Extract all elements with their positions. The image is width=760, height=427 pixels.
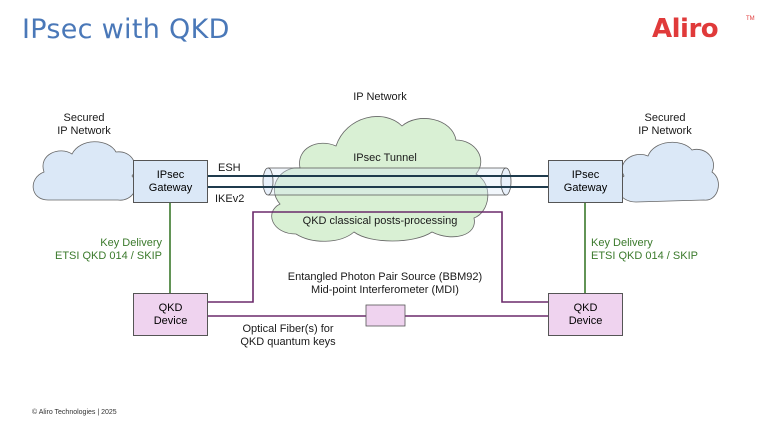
- ipsec-tunnel-left-end: [262, 167, 274, 196]
- ipsec-tunnel-label: IPsec Tunnel: [353, 152, 417, 164]
- secured-network-right-label: Secured IP Network: [638, 112, 692, 137]
- ipsec-gateway-left: IPsec Gateway: [133, 160, 208, 203]
- ipsec-gateway-right: IPsec Gateway: [548, 160, 623, 203]
- photon-source-box: [365, 304, 406, 327]
- qkd-device-left: QKD Device: [133, 293, 208, 336]
- key-delivery-left-label: Key Delivery ETSI QKD 014 / SKIP: [55, 237, 162, 262]
- qkd-device-right: QKD Device: [548, 293, 623, 336]
- right-secured-cloud: [617, 142, 719, 203]
- optical-fiber-label: Optical Fiber(s) for QKD quantum keys: [240, 323, 336, 348]
- photon-source-label: Entangled Photon Pair Source (BBM92) Mid…: [287, 271, 483, 296]
- ip-network-label: IP Network: [353, 91, 407, 103]
- ikev2-label: IKEv2: [215, 193, 245, 205]
- slide-title: IPsec with QKD: [22, 14, 230, 45]
- left-secured-cloud: [32, 141, 137, 201]
- qkd-classical-label: QKD classical posts-processing: [302, 215, 458, 227]
- logo-text: Aliro: [652, 14, 719, 44]
- ipsec-tunnel-right-end: [500, 167, 512, 196]
- key-delivery-right-label: Key Delivery ETSI QKD 014 / SKIP: [591, 237, 698, 262]
- esh-label: ESH: [218, 162, 241, 174]
- footer-copyright: © Aliro Technologies | 2025: [32, 409, 117, 416]
- ipsec-tunnel-body: [268, 167, 507, 196]
- qkd-classical-line: [208, 211, 548, 303]
- secured-network-left-label: Secured IP Network: [57, 112, 111, 137]
- ip-network-cloud: [271, 116, 489, 242]
- aliro-logo: Aliro TM: [652, 14, 755, 46]
- logo-trademark: TM: [746, 16, 755, 22]
